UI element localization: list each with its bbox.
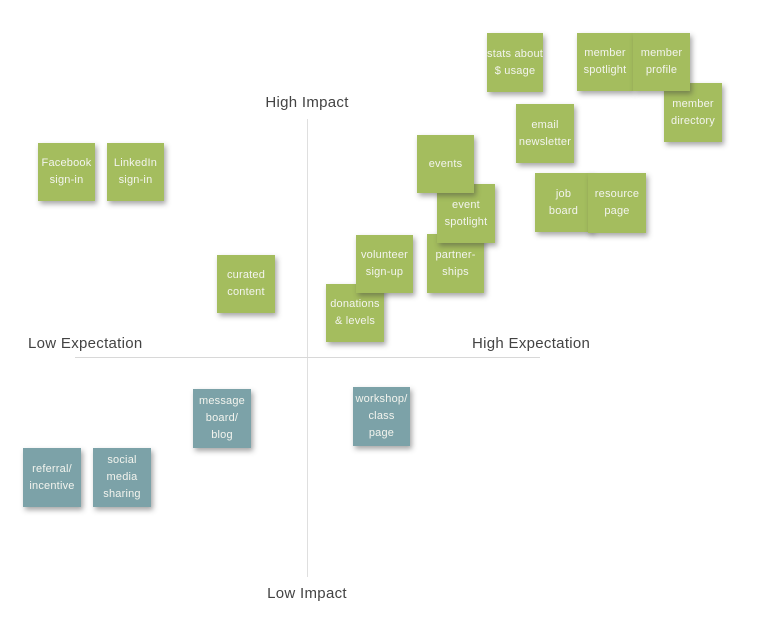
sticky-note-label: sign-in [118, 174, 153, 186]
sticky-note-workshop-class-page[interactable]: workshop/class page [353, 387, 410, 446]
sticky-note-label: media [106, 471, 138, 483]
sticky-note-label: sharing [103, 488, 141, 500]
sticky-note-curated-content[interactable]: curated content [217, 255, 275, 313]
sticky-note-label: donations [330, 298, 380, 310]
sticky-note-label: content [227, 286, 265, 298]
sticky-note-label: events [428, 157, 463, 170]
sticky-note-email-newsletter[interactable]: email newsletter [516, 104, 574, 163]
sticky-note-label: referral/ [32, 462, 72, 475]
sticky-note-label: member [584, 47, 626, 59]
sticky-note-label: job [555, 187, 572, 200]
sticky-note-label: board [548, 204, 579, 217]
sticky-note-linkedin-signin[interactable]: LinkedIn sign-in [107, 143, 164, 201]
sticky-note-label: page [368, 427, 395, 439]
sticky-note-label: sign-in [49, 174, 84, 186]
sticky-note-message-board-blog[interactable]: message board/blog [193, 389, 251, 448]
axis-label-low-expectation: Low Expectation [28, 335, 143, 352]
sticky-note-volunteer-signup[interactable]: volunteer sign-up [356, 235, 413, 293]
sticky-note-label: spotlight [583, 64, 627, 76]
sticky-note-label: board/ [205, 412, 239, 424]
sticky-note-label: profile [645, 64, 678, 76]
sticky-note-label: directory [671, 114, 715, 127]
sticky-note-label: class [368, 410, 395, 422]
sticky-note-label: newsletter [518, 135, 572, 148]
sticky-note-event-spotlight[interactable]: event spotlight [437, 184, 495, 243]
expectation-axis-line [75, 357, 540, 358]
sticky-note-member-profile[interactable]: member profile [633, 33, 690, 91]
sticky-note-label: stats about [487, 47, 544, 60]
sticky-note-label: message [198, 395, 246, 407]
sticky-note-label: partner- [435, 248, 476, 261]
sticky-note-label: member [672, 97, 714, 110]
sticky-note-label: volunteer [360, 249, 409, 261]
sticky-note-donations-levels[interactable]: donations & levels [326, 284, 384, 342]
sticky-note-referral-incentive[interactable]: referral/incentive [23, 448, 81, 507]
sticky-note-label: workshop/ [355, 393, 408, 405]
sticky-note-label: Facebook [41, 157, 92, 169]
impact-axis-line [307, 119, 308, 577]
sticky-note-label: member [640, 47, 683, 59]
sticky-note-label: email [531, 118, 559, 131]
axis-label-high-impact: High Impact [265, 94, 349, 111]
sticky-note-label: sign-up [365, 266, 404, 278]
sticky-note-facebook-signin[interactable]: Facebook sign-in [38, 143, 95, 201]
sticky-note-resource-page[interactable]: resource page [588, 173, 646, 233]
sticky-note-partnerships[interactable]: partner-ships [427, 234, 484, 293]
axis-label-low-impact: Low Impact [267, 585, 347, 602]
sticky-note-job-board[interactable]: job board [535, 173, 592, 232]
sticky-note-member-directory[interactable]: member directory [664, 83, 722, 142]
sticky-note-label: page [604, 205, 630, 217]
sticky-note-label: $ usage [494, 64, 536, 77]
sticky-note-label: LinkedIn [113, 157, 158, 169]
sticky-note-social-media-sharing[interactable]: social media sharing [93, 448, 151, 507]
sticky-note-label: curated [226, 269, 266, 281]
sticky-note-stats-about-usage[interactable]: stats about $ usage [487, 33, 543, 92]
sticky-note-label: ships [442, 265, 469, 278]
sticky-note-label: social [107, 454, 137, 466]
sticky-note-label: blog [211, 429, 233, 441]
sticky-note-events[interactable]: events [417, 135, 474, 193]
sticky-note-label: & levels [334, 315, 376, 327]
sticky-note-label: resource [594, 188, 640, 200]
sticky-note-label: incentive [29, 479, 75, 492]
sticky-note-label: spotlight [444, 215, 488, 228]
axis-label-high-expectation: High Expectation [472, 335, 591, 352]
sticky-note-label: event [452, 198, 480, 211]
sticky-note-member-spotlight[interactable]: member spotlight [577, 33, 633, 91]
